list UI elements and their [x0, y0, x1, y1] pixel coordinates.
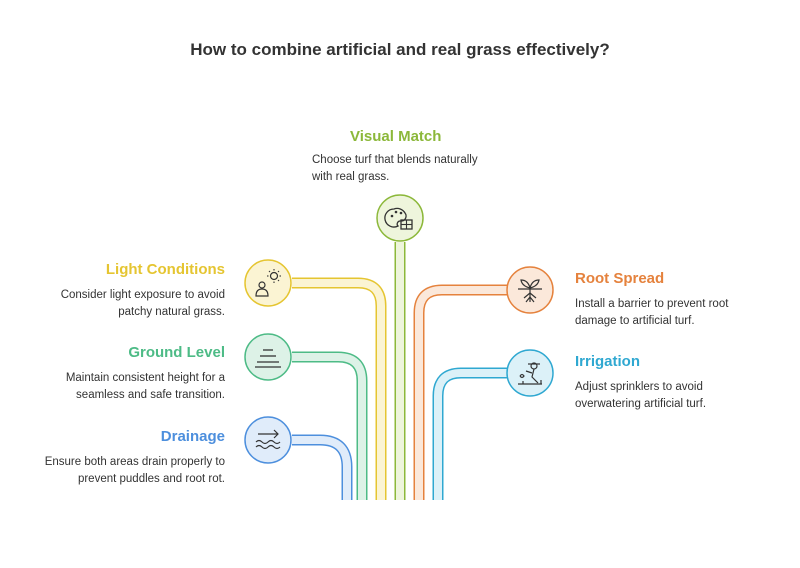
light-conditions-description: Consider light exposure to avoid patchy …: [61, 287, 225, 321]
ground-level-description: Maintain consistent height for a seamles…: [66, 370, 225, 404]
drainage-description: Ensure both areas drain properly to prev…: [45, 454, 225, 488]
irrigation-line: overwatering artificial turf.: [575, 398, 707, 410]
visual-match-line: Choose turf that blends naturally: [312, 154, 478, 166]
irrigation-heading: Irrigation: [575, 353, 641, 370]
irrigation-line: Adjust sprinklers to avoid: [575, 381, 703, 393]
root-spread-pipe: [413, 284, 508, 500]
drainage-heading: Drainage: [160, 428, 225, 445]
light-conditions-heading: Light Conditions: [105, 261, 225, 278]
ground-level-heading: Ground Level: [128, 344, 225, 361]
visual-match-heading: Visual Match: [350, 128, 442, 145]
palette-icon: [376, 194, 424, 242]
root-spread-line: Install a barrier to prevent root: [575, 298, 729, 310]
drainage-line: prevent puddles and root rot.: [77, 473, 225, 485]
ground-level-line: seamless and safe transition.: [76, 389, 225, 401]
irrigation-pipe: [432, 367, 508, 500]
visual-match-line: with real grass.: [312, 171, 390, 183]
light-conditions-line: patchy natural grass.: [118, 306, 225, 318]
sprinkler-icon: [506, 349, 554, 397]
light-conditions-line: Consider light exposure to avoid: [60, 289, 225, 301]
irrigation-description: Adjust sprinklers to avoid overwatering …: [575, 379, 706, 413]
root-spread-heading: Root Spread: [575, 270, 665, 287]
page-title: How to combine artificial and real grass…: [190, 40, 610, 59]
water-flow-icon: [244, 416, 292, 464]
ground-level-line: Maintain consistent height for a: [65, 372, 225, 384]
light-conditions-pipe: [292, 277, 387, 500]
drainage-line: Ensure both areas drain properly to: [44, 456, 225, 468]
level-layers-icon: [244, 333, 292, 381]
roots-icon: [506, 266, 554, 314]
root-spread-line: damage to artificial turf.: [575, 315, 695, 327]
visual-match-description: Choose turf that blends naturally with r…: [312, 152, 478, 186]
sun-person-icon: [244, 259, 292, 307]
root-spread-description: Install a barrier to prevent root damage…: [575, 296, 728, 330]
